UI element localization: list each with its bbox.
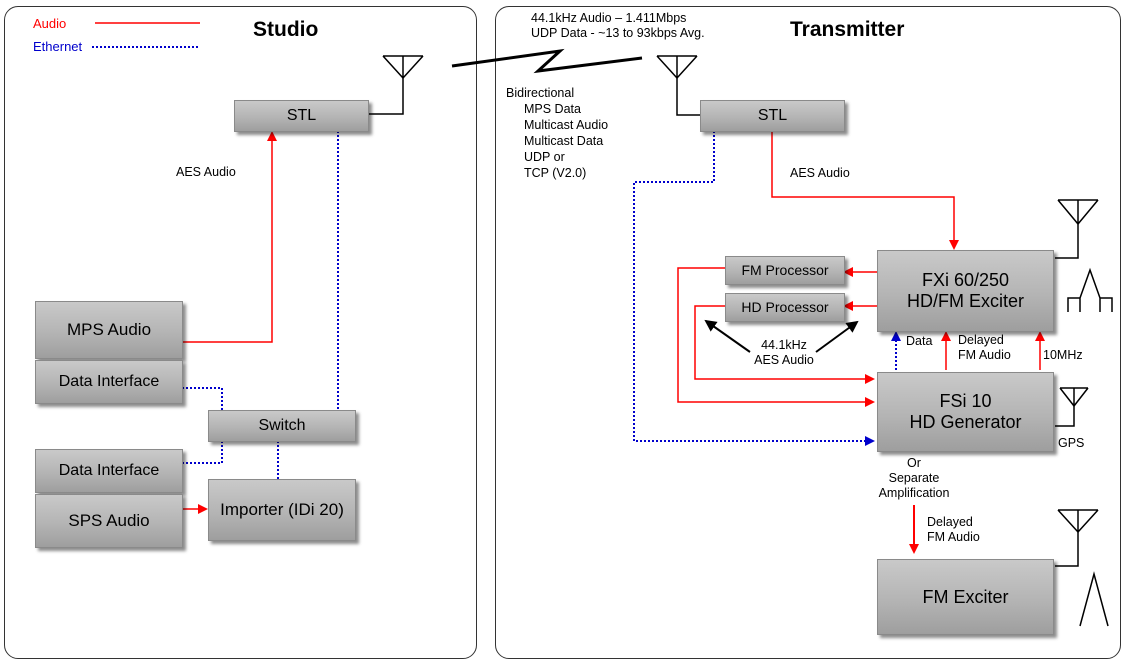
wireless-link-bolt (451, 48, 643, 74)
bidirectional-item: Multicast Data (524, 134, 604, 148)
delayed-fm-audio-label-2: Delayed FM Audio (927, 515, 980, 544)
legend-ethernet-label: Ethernet (33, 39, 83, 54)
link-rate-line2: UDP Data - ~13 to 93kbps Avg. (531, 26, 705, 40)
delayed-fm-audio-label-1: Delayed FM Audio (958, 333, 1011, 362)
or-separate-amplification-label: Or Separate Amplification (878, 456, 950, 500)
studio-stl-box: STL (234, 100, 369, 132)
tx-stl-antenna-icon (656, 55, 701, 116)
hd-fm-spectrum-icon (1067, 267, 1113, 312)
bidirectional-item: UDP or (524, 150, 565, 164)
tx-stl-to-fxi-audio (771, 131, 959, 250)
di2-to-switch-ethernet (182, 441, 223, 464)
switch-box: Switch (208, 410, 356, 442)
hd-processor-to-fsi-audio (694, 305, 875, 384)
di1-to-switch-ethernet (182, 387, 223, 411)
importer-box: Importer (IDi 20) (208, 479, 356, 541)
fm-processor-box: FM Processor (725, 256, 845, 285)
fsi-model-label: FSi 10 (939, 391, 992, 412)
aes-441-line1-label: 44.1kHz (761, 338, 807, 352)
fxi-antenna-icon (1055, 199, 1099, 259)
hd-processor-box: HD Processor (725, 293, 845, 322)
fm-exciter-antenna-icon (1055, 509, 1099, 567)
fxi-exciter-box: FXi 60/250 HD/FM Exciter (877, 250, 1054, 332)
aes-audio-studio-label: AES Audio (176, 165, 236, 179)
tx-stl-to-fsi-ethernet (633, 131, 875, 446)
aes-arrow-right (815, 320, 859, 353)
aes-audio-tx-label: AES Audio (790, 166, 850, 180)
link-rate-line1: 44.1kHz Audio – 1.411Mbps (531, 11, 687, 25)
bidirectional-item: TCP (V2.0) (524, 166, 587, 180)
fsi-generator-box: FSi 10 HD Generator (877, 372, 1054, 452)
bidirectional-title: Bidirectional (506, 86, 575, 100)
aes-441-line2-label: AES Audio (754, 353, 814, 367)
sps-audio-box: SPS Audio (35, 494, 183, 548)
legend-audio-label: Audio (33, 16, 67, 31)
gps-antenna-icon (1055, 387, 1089, 427)
studio-title: Studio (253, 18, 319, 41)
data-interface-box-1: Data Interface (35, 360, 183, 404)
fsi-type-label: HD Generator (909, 412, 1022, 432)
fm-processor-to-fsi-audio (677, 267, 875, 407)
studio-antenna-icon (367, 55, 424, 115)
transmitter-stl-box: STL (700, 100, 845, 132)
fxi-type-label: HD/FM Exciter (907, 291, 1024, 311)
bidirectional-item: MPS Data (524, 102, 581, 116)
mps-to-stl-audio (182, 131, 277, 343)
fm-spectrum-icon (1079, 571, 1109, 627)
ten-mhz-label: 10MHz (1043, 348, 1083, 362)
data-label: Data (906, 334, 933, 348)
bidirectional-item: Multicast Audio (524, 118, 609, 132)
transmitter-title: Transmitter (790, 18, 905, 41)
gps-label: GPS (1058, 436, 1085, 450)
fxi-model-label: FXi 60/250 (921, 270, 1010, 291)
aes-arrow-left (704, 319, 751, 353)
data-interface-box-2: Data Interface (35, 449, 183, 493)
fm-exciter-box: FM Exciter (877, 559, 1054, 635)
mps-audio-box: MPS Audio (35, 301, 183, 359)
